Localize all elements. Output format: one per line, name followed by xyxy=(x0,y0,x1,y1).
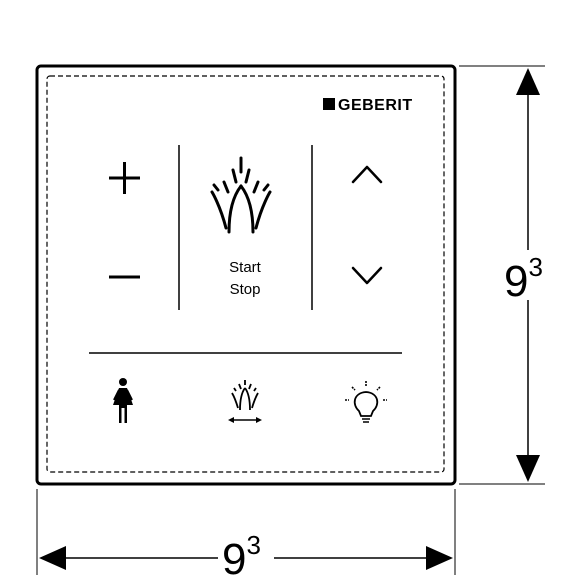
oscillating-spray-icon xyxy=(228,380,262,423)
height-dimension: 93 xyxy=(459,65,556,485)
width-value: 93 xyxy=(222,530,261,583)
plus-icon xyxy=(109,162,140,194)
plus-button[interactable] xyxy=(109,162,140,194)
panel-outline xyxy=(35,64,457,486)
light-bulb-icon xyxy=(345,381,387,423)
panel-dashed-border xyxy=(46,75,445,473)
arrow-up-icon xyxy=(516,68,540,95)
spray-icon xyxy=(210,156,272,234)
stop-label: Stop xyxy=(230,281,261,298)
lady-shower-button[interactable] xyxy=(113,378,133,423)
height-value: 93 xyxy=(504,252,543,306)
oscillating-spray-button[interactable] xyxy=(228,380,262,423)
start-label: Start xyxy=(229,259,262,276)
start-stop-button[interactable]: Start Stop xyxy=(210,156,272,298)
logo-square-icon xyxy=(323,98,335,110)
light-button[interactable] xyxy=(345,381,387,423)
width-dimension: 93 xyxy=(36,489,456,583)
arrow-left-icon xyxy=(39,546,66,570)
arrow-right-icon xyxy=(426,546,453,570)
chevron-up-icon xyxy=(351,165,383,184)
down-button[interactable] xyxy=(351,266,383,285)
lady-shower-icon xyxy=(113,378,133,423)
geberit-logo: GEBERIT xyxy=(323,97,413,114)
chevron-down-icon xyxy=(351,266,383,285)
arrow-down-icon xyxy=(516,455,540,482)
logo-text: GEBERIT xyxy=(338,97,413,114)
up-button[interactable] xyxy=(351,165,383,184)
